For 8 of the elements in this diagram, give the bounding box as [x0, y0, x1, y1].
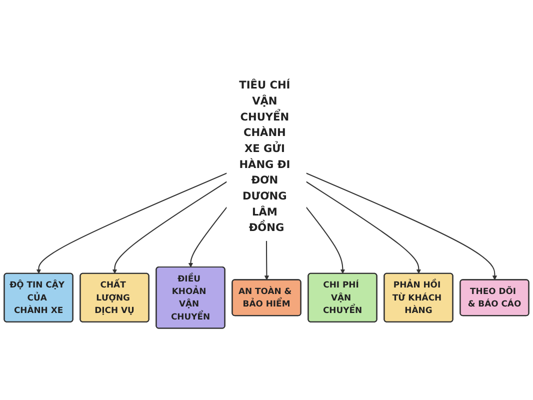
- arrow: [306, 206, 346, 274]
- arrow: [188, 206, 228, 268]
- arrow: [112, 181, 228, 274]
- arrow: [264, 240, 270, 280]
- arrow: [36, 172, 228, 274]
- arrow: [306, 181, 422, 274]
- node-text: TIÊU CHÍ VẬN CHUYỂN CHÀNH XE GỬI HÀNG ĐI ĐƠN DƯƠNG LÂM ĐỒNG: [239, 78, 290, 234]
- arrow: [306, 172, 498, 280]
